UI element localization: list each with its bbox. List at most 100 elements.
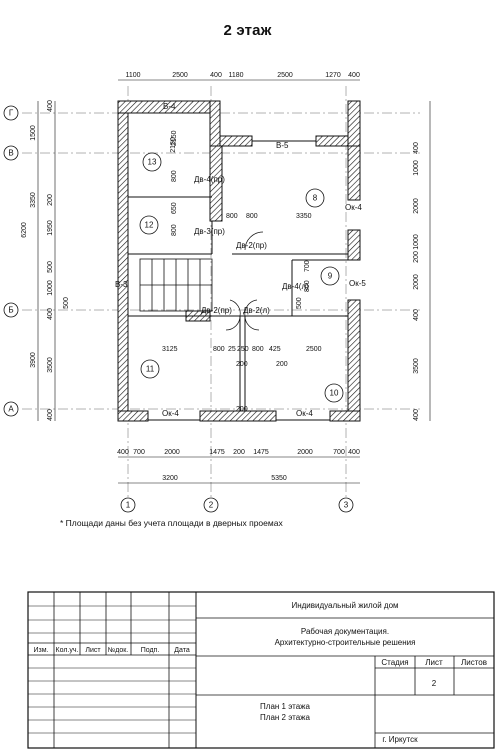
- room-number-13: 13: [148, 158, 157, 167]
- title-block: [27, 591, 495, 749]
- bottom-dim: 2000: [297, 449, 313, 456]
- axis-label-a: А: [8, 405, 14, 414]
- svg-text:1000: 1000: [413, 234, 420, 250]
- svg-text:2000: 2000: [413, 198, 420, 214]
- svg-text:Кол.уч.: Кол.уч.: [56, 647, 79, 654]
- svg-text:700: 700: [304, 260, 311, 272]
- svg-text:800: 800: [171, 224, 178, 236]
- sheets-label: Листов: [461, 658, 487, 667]
- svg-text:200: 200: [236, 406, 248, 413]
- svg-text:200: 200: [413, 251, 420, 263]
- svg-text:400: 400: [47, 100, 54, 112]
- sheet-label: Лист: [425, 658, 443, 667]
- bottom-dim: 400: [348, 449, 360, 456]
- svg-text:2000: 2000: [413, 274, 420, 290]
- bottom-total: 5350: [271, 475, 287, 482]
- svg-text:800: 800: [304, 280, 311, 292]
- svg-text:800: 800: [213, 346, 225, 353]
- left-inner-dimension-texts: 400 2150 200 1950 500 1000 500 400 3500 …: [47, 100, 177, 421]
- door-label: Дв-2(л): [243, 306, 270, 315]
- project-name: Индивидуальный жилой дом: [291, 601, 398, 610]
- city-label: г. Иркутск: [382, 735, 418, 744]
- axis-label-v: В: [8, 149, 13, 158]
- left-dim: 6200: [21, 222, 28, 238]
- door-label: Дв-4(л): [282, 282, 309, 291]
- bottom-dim: 2000: [164, 449, 180, 456]
- bottom-total: 3200: [162, 475, 178, 482]
- svg-text:200: 200: [236, 361, 248, 368]
- svg-text:400: 400: [47, 308, 54, 320]
- svg-text:400: 400: [413, 309, 420, 321]
- doc-line-2: Архитектурно-строительные решения: [275, 638, 416, 647]
- top-dimension-texts: 1100 2500 400 1180 2500 1270 400: [125, 72, 359, 79]
- plan-2-label: План 2 этажа: [260, 713, 310, 722]
- footnote: * Площади даны без учета площади в дверн…: [60, 518, 283, 528]
- svg-text:500: 500: [47, 261, 54, 273]
- axis-label-2: 2: [209, 501, 214, 510]
- svg-text:2150: 2150: [170, 137, 177, 153]
- svg-text:3125: 3125: [162, 346, 178, 353]
- staircase: [139, 258, 213, 312]
- window-label: Ок-4: [162, 409, 179, 418]
- axis-marker-2: [203, 497, 219, 513]
- door-swings: [225, 231, 264, 331]
- room-markers: [139, 152, 344, 403]
- door-label: Дв-2(пр): [236, 241, 267, 250]
- room-number-11: 11: [146, 365, 155, 374]
- inner-dimension-texts: 2150 800 650 800 800 800 3350 700 800 50…: [162, 130, 322, 413]
- doc-line-1: Рабочая документация.: [301, 627, 389, 636]
- room-number-8: 8: [313, 194, 318, 203]
- top-dim: 400: [348, 72, 360, 79]
- svg-text:25: 25: [228, 346, 236, 353]
- axis-markers: [3, 105, 354, 513]
- bottom-dimension-texts: 400 700 2000 1475 200 1475 2000 700 400 …: [117, 449, 360, 482]
- svg-text:800: 800: [226, 213, 238, 220]
- svg-text:1950: 1950: [47, 220, 54, 236]
- svg-text:2500: 2500: [306, 346, 322, 353]
- svg-text:Подп.: Подп.: [141, 647, 160, 654]
- bottom-dim: 400: [117, 449, 129, 456]
- bottom-dim: 700: [133, 449, 145, 456]
- door-label: Дв-2(пр): [201, 306, 232, 315]
- axis-label-b: Б: [8, 306, 13, 315]
- top-dim: 400: [210, 72, 222, 79]
- svg-text:200: 200: [47, 194, 54, 206]
- room-number-12: 12: [145, 221, 154, 230]
- svg-text:800: 800: [171, 170, 178, 182]
- axis-marker-g: [3, 105, 19, 121]
- bottom-dim: 1475: [209, 449, 225, 456]
- door-label: Дв-3(пр): [194, 227, 225, 236]
- plan-1-label: План 1 этажа: [260, 702, 310, 711]
- axis-marker-b: [3, 302, 19, 318]
- svg-text:800: 800: [246, 213, 258, 220]
- axis-marker-a: [3, 401, 19, 417]
- svg-text:800: 800: [252, 346, 264, 353]
- svg-text:425: 425: [269, 346, 281, 353]
- top-dim: 1270: [325, 72, 341, 79]
- top-dim: 1180: [228, 72, 243, 79]
- window-label: В-5: [276, 141, 289, 150]
- svg-text:Изм.: Изм.: [34, 647, 49, 654]
- axis-label-g: Г: [9, 109, 14, 118]
- sheet-value: 2: [432, 679, 437, 688]
- room-number-10: 10: [330, 389, 339, 398]
- svg-text:Дата: Дата: [174, 647, 190, 654]
- axis-marker-3: [338, 497, 354, 513]
- svg-text:3500: 3500: [47, 357, 54, 373]
- svg-text:Лист: Лист: [85, 647, 101, 654]
- bottom-dim: 200: [233, 449, 245, 456]
- svg-text:№док.: №док.: [108, 647, 129, 654]
- stage-label: Стадия: [381, 658, 408, 667]
- left-dim: 1500: [30, 125, 37, 141]
- svg-text:3500: 3500: [413, 358, 420, 374]
- window-label: В-3: [115, 280, 128, 289]
- svg-text:1000: 1000: [413, 160, 420, 176]
- svg-text:500: 500: [296, 297, 303, 309]
- exterior-walls: [117, 100, 361, 422]
- top-dim: 2500: [277, 72, 293, 79]
- room-number-9: 9: [328, 272, 333, 281]
- left-dim: 3900: [30, 352, 37, 368]
- window-label: В-4: [163, 102, 176, 111]
- dimension-lines: [37, 79, 431, 484]
